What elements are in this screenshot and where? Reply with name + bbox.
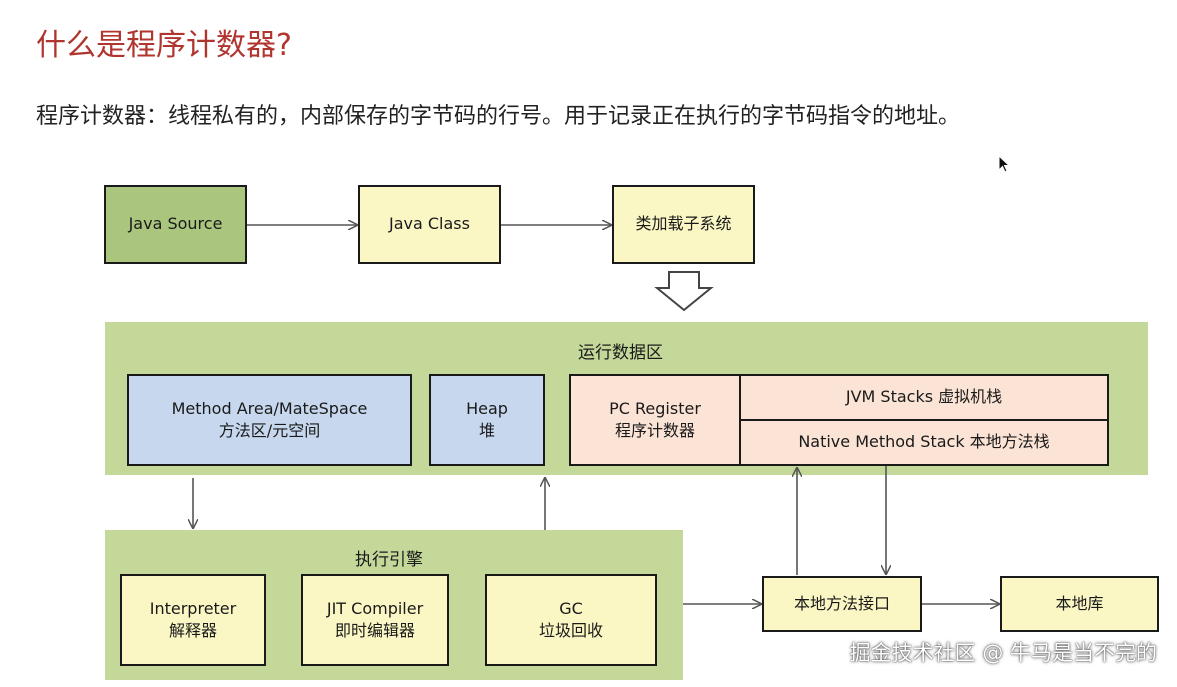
pc-register-label-en: PC Register: [609, 398, 701, 418]
gc-label-en: GC: [559, 598, 583, 618]
method-area-label-en: Method Area/MateSpace: [171, 398, 368, 418]
native-library-label: 本地库: [1055, 593, 1104, 613]
java-class-label: Java Class: [389, 214, 470, 234]
runtime-data-area-label: 运行数据区: [578, 343, 663, 363]
pc-register-label-zh: 程序计数器: [614, 421, 695, 440]
heap-label-zh: 堆: [478, 421, 495, 440]
jit-compiler-label-en: JIT Compiler: [326, 598, 424, 618]
execution-engine-label: 执行引擎: [355, 550, 423, 570]
heap-box: Heap 堆: [429, 374, 545, 466]
native-interface-label: 本地方法接口: [793, 593, 890, 613]
jit-compiler-box: JIT Compiler 即时编辑器: [301, 574, 449, 666]
class-loader-label: 类加载子系统: [635, 214, 732, 234]
jvm-stacks-box: JVM Stacks 虚拟机栈: [739, 374, 1109, 421]
jvm-stacks-label: JVM Stacks 虚拟机栈: [845, 387, 1003, 407]
pc-register-box: PC Register 程序计数器: [569, 374, 741, 466]
method-area-label-zh: 方法区/元空间: [218, 421, 321, 440]
gc-label-zh: 垃圾回收: [538, 621, 603, 640]
java-source-box: Java Source: [104, 185, 247, 264]
native-interface-box: 本地方法接口: [762, 576, 922, 632]
gc-box: GC 垃圾回收: [485, 574, 657, 666]
native-method-stack-label: Native Method Stack 本地方法栈: [798, 432, 1050, 452]
hollow-down-arrow-icon: [654, 271, 714, 312]
mouse-cursor-icon: [998, 155, 1011, 173]
interpreter-label-zh: 解释器: [168, 621, 217, 640]
java-class-box: Java Class: [358, 185, 501, 264]
method-area-box: Method Area/MateSpace 方法区/元空间: [127, 374, 412, 466]
watermark: 掘金技术社区 @ 牛马是当不完的: [849, 641, 1157, 665]
native-library-box: 本地库: [1000, 576, 1159, 632]
native-method-stack-box: Native Method Stack 本地方法栈: [739, 419, 1109, 466]
heap-label-en: Heap: [466, 398, 508, 418]
page-description: 程序计数器：线程私有的，内部保存的字节码的行号。用于记录正在执行的字节码指令的地…: [36, 104, 961, 129]
jit-compiler-label-zh: 即时编辑器: [334, 621, 415, 640]
java-source-label: Java Source: [128, 214, 223, 234]
page-title: 什么是程序计数器?: [36, 28, 292, 63]
interpreter-label-en: Interpreter: [149, 598, 237, 618]
class-loader-box: 类加载子系统: [612, 185, 755, 264]
interpreter-box: Interpreter 解释器: [120, 574, 266, 666]
